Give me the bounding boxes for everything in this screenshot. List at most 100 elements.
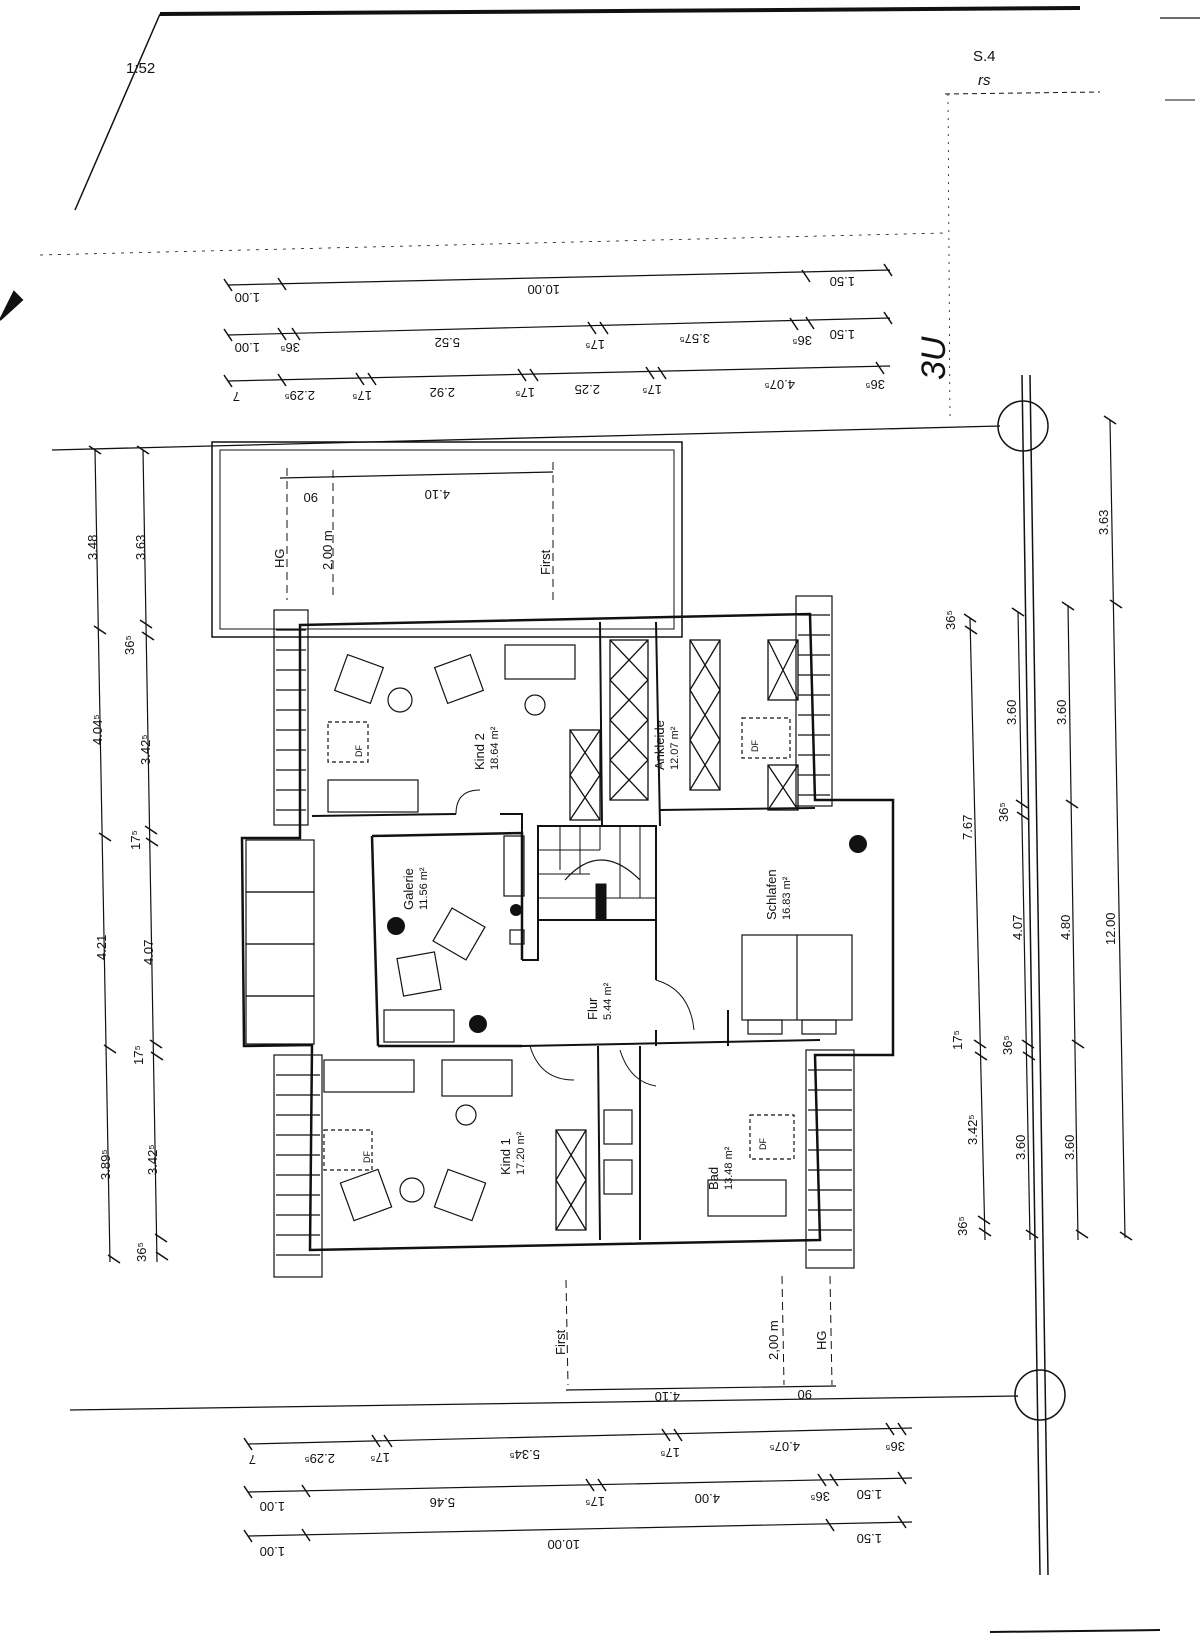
axis-lines — [51, 374, 1066, 1576]
window-df-kind1: DF — [362, 1151, 372, 1163]
left-dimension-labels: 3.48 4.04⁵ 4.21 3.89⁵ 3.63 36⁵ 3.42⁵ 17⁵… — [85, 535, 160, 1262]
dim-top-2-g: 1.50 — [830, 327, 855, 342]
dim-top-3-a: 7 — [233, 389, 240, 404]
roof-section-bottom-labels: First 2,00 m HG 4.10 90 — [553, 1320, 829, 1404]
dim-top-3-f: 2.25 — [575, 382, 600, 397]
dim-left-outer-b: 4.04⁵ — [90, 714, 105, 745]
room-ankleide-area: 12.07 m² — [669, 726, 681, 770]
axis-circle-bottom — [1014, 1369, 1066, 1421]
dim-right-1-a: 36⁵ — [943, 610, 958, 630]
bottom-dimension-chains — [247, 1427, 913, 1537]
bottom-dimension-labels: 7 2.29⁵ 17⁵ 5.34⁵ 17⁵ 4.07⁵ 36⁵ 1.00 5.4… — [249, 1439, 905, 1559]
window-symbols: DF DF DF DF — [354, 740, 768, 1163]
dim-right-3-b: 4.80 — [1058, 915, 1073, 940]
bottom-dimension-ticks — [243, 1422, 907, 1543]
dim-left-inner-g: 3.42⁵ — [145, 1144, 160, 1175]
dim-left-outer-c: 4.21 — [94, 935, 109, 960]
room-schlafen-area: 16.83 m² — [781, 876, 793, 920]
dim-bottom-1-e: 17⁵ — [660, 1445, 680, 1460]
furniture — [323, 644, 853, 1222]
roof-top-height: 2,00 m — [320, 530, 335, 570]
dim-top-3-b: 2.29⁵ — [284, 388, 315, 403]
dim-left-inner-b: 36⁵ — [122, 635, 137, 655]
dim-left-inner-h: 36⁵ — [134, 1242, 149, 1262]
dim-right-3-a: 3.60 — [1054, 700, 1069, 725]
dim-bottom-1-d: 5.34⁵ — [509, 1447, 540, 1462]
room-ankleide-name: Ankleide — [652, 720, 667, 770]
dim-right-2-d: 36⁵ — [1000, 1035, 1015, 1055]
room-galerie-area: 11.56 m² — [418, 867, 430, 910]
wardrobe-boxes — [555, 639, 799, 1231]
room-kind1-area: 17.20 m² — [515, 1131, 527, 1175]
dim-right-2-e: 3.60 — [1013, 1135, 1028, 1160]
dim-top-2-f: 36⁵ — [792, 333, 812, 348]
dim-bottom-2-f: 1.50 — [857, 1487, 882, 1502]
dim-top-3-h: 4.07⁵ — [764, 377, 795, 392]
dim-top-2-b: 36⁵ — [280, 340, 300, 355]
dim-right-1-e: 36⁵ — [955, 1216, 970, 1236]
dim-right-4-b: 12.00 — [1103, 912, 1118, 945]
window-df-ankleide: DF — [750, 740, 760, 752]
room-flur-name: Flur — [585, 997, 600, 1020]
roof-section-top-labels: HG 2,00 m First 90 4.10 — [272, 487, 553, 575]
dim-bottom-2-a: 1.00 — [260, 1499, 285, 1514]
roof-bottom-first: First — [553, 1329, 568, 1355]
right-dimension-labels: 36⁵ 7.67 17⁵ 3.42⁵ 36⁵ 3.60 36⁵ 4.07 36⁵… — [943, 510, 1118, 1236]
dim-left-outer-d: 3.89⁵ — [98, 1149, 113, 1180]
room-kind2-name: Kind 2 — [472, 733, 487, 770]
dim-left-outer-a: 3.48 — [85, 535, 100, 560]
room-bad-area: 13.48 m² — [723, 1146, 735, 1190]
dim-top-3-g: 17⁵ — [642, 382, 662, 397]
roof-top-dim-a: 90 — [304, 490, 318, 505]
dim-right-1-d: 3.42⁵ — [965, 1114, 980, 1145]
top-dimension-chains — [227, 269, 891, 382]
dim-left-inner-c: 3.42⁵ — [138, 734, 153, 765]
roof-bottom-hg: HG — [814, 1331, 829, 1351]
margin-note: 3U — [915, 336, 953, 380]
room-bad-name: Bad — [706, 1167, 721, 1190]
dim-bottom-2-d: 4.00 — [695, 1491, 720, 1506]
dim-top-2-e: 3.57⁵ — [679, 331, 710, 346]
scan-border — [0, 6, 1200, 1633]
dim-top-2-d: 17⁵ — [585, 337, 605, 352]
dim-top-1-a: 1.00 — [235, 290, 260, 305]
dim-bottom-1-g: 36⁵ — [885, 1439, 905, 1454]
right-dimension-ticks — [963, 415, 1133, 1241]
building-walls — [240, 612, 895, 1252]
dim-bottom-3-a: 1.00 — [260, 1544, 285, 1559]
dim-top-2-c: 5.52 — [435, 335, 460, 350]
dim-top-1-c: 1.50 — [830, 274, 855, 289]
roof-bottom-height: 2,00 m — [766, 1320, 781, 1360]
roof-top-first: First — [538, 549, 553, 575]
dim-top-3-d: 2.92 — [430, 385, 455, 400]
room-kind1-name: Kind 1 — [498, 1138, 513, 1175]
dim-right-2-b: 36⁵ — [996, 802, 1011, 822]
dim-bottom-2-e: 36⁵ — [810, 1489, 830, 1504]
dim-left-inner-f: 17⁵ — [131, 1045, 146, 1065]
room-galerie-name: Galerie — [401, 868, 416, 910]
plant-symbols — [387, 835, 867, 1033]
dim-right-3-c: 3.60 — [1062, 1135, 1077, 1160]
roof-top-hg: HG — [272, 549, 287, 569]
page-number: S.4 — [973, 48, 996, 65]
dim-bottom-3-c: 1.50 — [857, 1531, 882, 1546]
room-labels: Kind 2 18.64 m² Ankleide 12.07 m² Galeri… — [401, 720, 793, 1190]
dim-top-3-i: 36⁵ — [865, 377, 885, 392]
dim-top-3-c: 17⁵ — [352, 388, 372, 403]
header-time: 1:52 — [126, 60, 156, 77]
dim-top-1-b: 10.00 — [527, 282, 560, 297]
dim-bottom-1-f: 4.07⁵ — [769, 1439, 800, 1454]
dim-bottom-2-c: 17⁵ — [585, 1494, 605, 1509]
dim-bottom-1-c: 17⁵ — [370, 1450, 390, 1465]
dim-bottom-2-b: 5.46 — [430, 1495, 455, 1510]
dim-left-inner-e: 4.07 — [141, 940, 156, 965]
dim-left-inner-a: 3.63 — [133, 535, 148, 560]
page-mark: rs — [978, 72, 991, 89]
room-schlafen-name: Schlafen — [764, 869, 779, 920]
roof-bottom-dim-a: 4.10 — [655, 1389, 680, 1404]
axis-circle-top — [997, 400, 1049, 452]
room-kind2-area: 18.64 m² — [489, 726, 501, 770]
dim-left-inner-d: 17⁵ — [128, 830, 143, 850]
dim-bottom-1-b: 2.29⁵ — [304, 1451, 335, 1466]
